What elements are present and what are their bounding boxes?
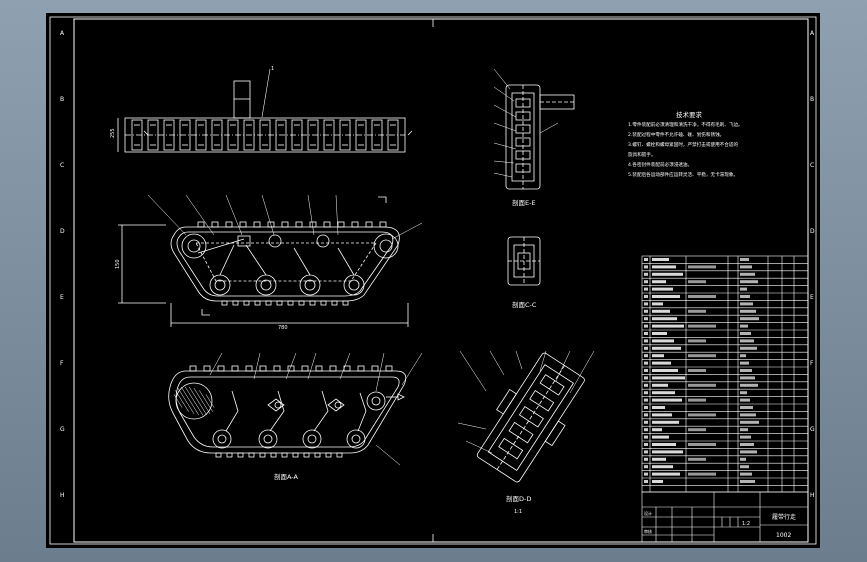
title-block-drawing-no: 1002: [776, 532, 791, 539]
section-dd-label: 剖面D-D: [506, 494, 531, 503]
tech-requirement-line: 2.装配过程中零件不允许磕、碰、划伤和锈蚀。: [628, 131, 724, 138]
title-block-scale: 1:2: [742, 521, 750, 527]
tech-requirement-line: 4.各密封件装配前必须浸透油。: [628, 161, 692, 168]
border-letter: G: [60, 426, 65, 433]
section-aa-view: [168, 365, 407, 458]
outer-frame: [49, 16, 817, 545]
border-letter: C: [810, 162, 814, 169]
tech-requirement-line: 旋具和扳手。: [628, 151, 656, 158]
border-letter: D: [810, 228, 815, 235]
svg-text:1: 1: [271, 66, 274, 72]
border-letter: B: [60, 96, 64, 103]
border-letter: C: [60, 162, 64, 169]
tech-requirements-list: 1.零件装配前必须清理和清洗干净，不得有毛刺、飞边。 2.装配过程中零件不允许磕、…: [628, 121, 743, 178]
cad-drawing: A B C D E F G H A B C D E F G H 255 1: [49, 16, 817, 545]
title-block-check: 审核: [644, 528, 652, 534]
border-letter: E: [810, 294, 814, 301]
section-dd-view: [476, 352, 585, 483]
section-ee-label: 剖面E-E: [512, 198, 536, 207]
border-zone-letters-right: A B C D E F G H: [810, 30, 815, 499]
title-block-drawing-name: 履带行走: [772, 513, 796, 521]
title-block-designer: 设计: [644, 510, 652, 516]
border-letter: F: [60, 360, 64, 367]
section-cc-label: 剖面C-C: [512, 300, 537, 309]
border-letter: H: [810, 492, 815, 499]
border-letter: F: [810, 360, 814, 367]
tech-requirements-title: 技术要求: [676, 110, 703, 119]
title-block: [641, 491, 809, 543]
section-dd-scale: 1:1: [514, 509, 522, 515]
parts-list: [641, 255, 809, 493]
border-letter: H: [60, 492, 65, 499]
border-letter: G: [810, 426, 815, 433]
border-letter: A: [810, 30, 815, 37]
side-view-width-dimension: 780: [278, 325, 288, 331]
drawing-sheet: A B C D E F G H A B C D E F G H 255 1: [46, 13, 820, 548]
tech-requirement-line: 5.装配后各运动部件应运转灵活、平稳，无卡滞现象。: [628, 171, 738, 178]
tech-requirement-line: 3.螺钉、螺栓和螺母紧固时，严禁打击或使用不合适的: [628, 141, 738, 148]
border-letter: E: [60, 294, 64, 301]
tech-requirement-line: 1.零件装配前必须清理和清洗干净，不得有毛刺、飞边。: [628, 121, 743, 128]
top-view-dimension: 255: [110, 128, 116, 138]
border-zone-letters-left: A B C D E F G H: [60, 30, 65, 499]
border-letter: A: [60, 30, 65, 37]
section-ee-view: [505, 84, 575, 190]
border-letter: B: [810, 96, 814, 103]
side-view: [118, 196, 409, 327]
border-letter: D: [60, 228, 65, 235]
section-aa-label: 剖面A-A: [274, 472, 299, 481]
side-view-height-dimension: 150: [115, 259, 121, 269]
top-view: [117, 80, 413, 153]
section-cc-view: [507, 236, 541, 286]
